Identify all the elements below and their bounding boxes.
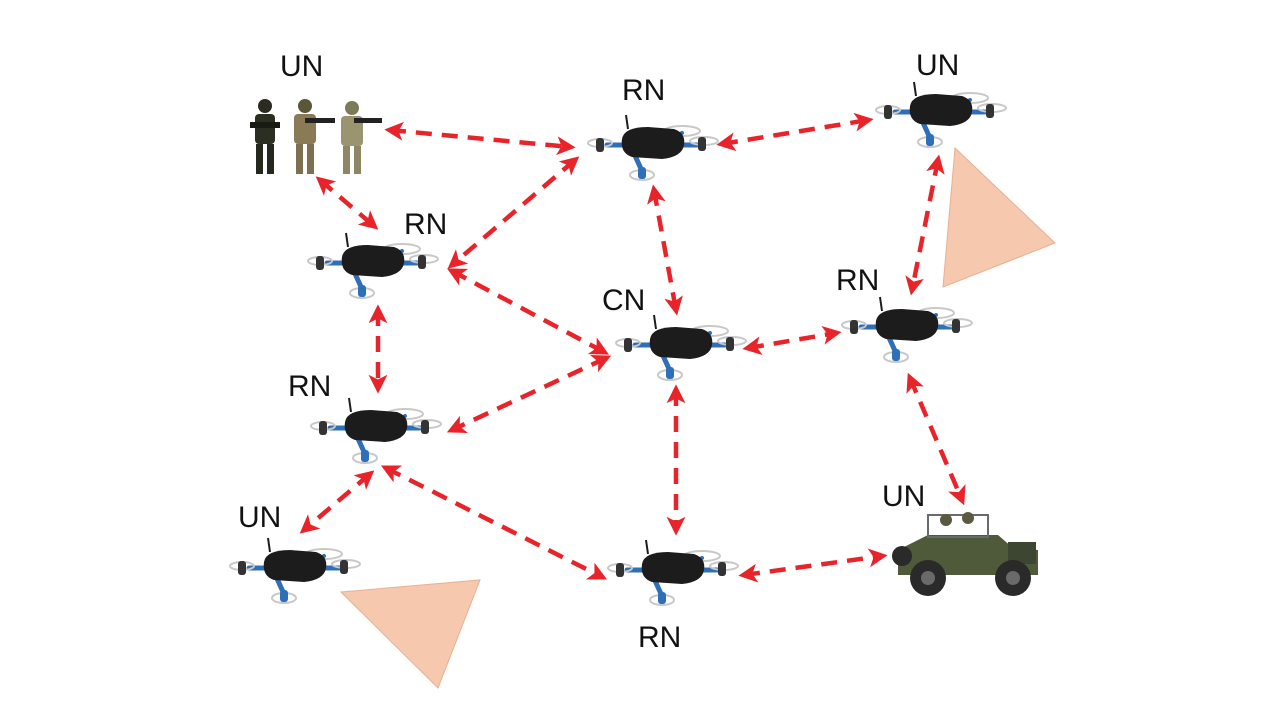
link-arrow: [446, 268, 610, 355]
link-arrow: [380, 465, 608, 580]
link-arrow: [716, 112, 874, 152]
coverage-triangle-bottom-left: [339, 579, 481, 689]
link-arrow: [446, 355, 612, 433]
node-label: UN: [916, 49, 960, 82]
jeep-icon: [892, 512, 1038, 596]
coverage-triangle-top-right: [942, 146, 1056, 288]
link-arrow: [742, 325, 842, 356]
link-arrow: [315, 176, 379, 230]
link-arrow: [384, 121, 576, 156]
node-label: RN: [622, 74, 666, 107]
node-label: UN: [238, 501, 282, 534]
link-arrow: [738, 548, 888, 583]
drone-icon: [308, 233, 438, 298]
link-arrow: [447, 156, 580, 269]
node-label: UN: [280, 50, 324, 83]
node-label: RN: [638, 621, 682, 654]
node-label: RN: [836, 264, 880, 297]
drone-icon: [311, 398, 441, 463]
drone-icon: [616, 315, 746, 380]
drone-icon: [842, 297, 972, 362]
link-arrow: [906, 372, 966, 506]
link-arrow: [299, 470, 375, 534]
link-arrows: [299, 112, 966, 583]
node-label: CN: [602, 284, 646, 317]
soldiers-icon: [250, 99, 382, 174]
node-label: RN: [404, 208, 448, 241]
link-arrow: [905, 154, 945, 296]
node-label: RN: [288, 370, 332, 403]
drone-icon: [608, 540, 738, 605]
link-arrow: [647, 184, 683, 316]
node-label: UN: [882, 480, 926, 513]
drone-icon: [876, 82, 1006, 147]
drone-icon: [588, 115, 718, 180]
drone-icon: [230, 538, 360, 603]
